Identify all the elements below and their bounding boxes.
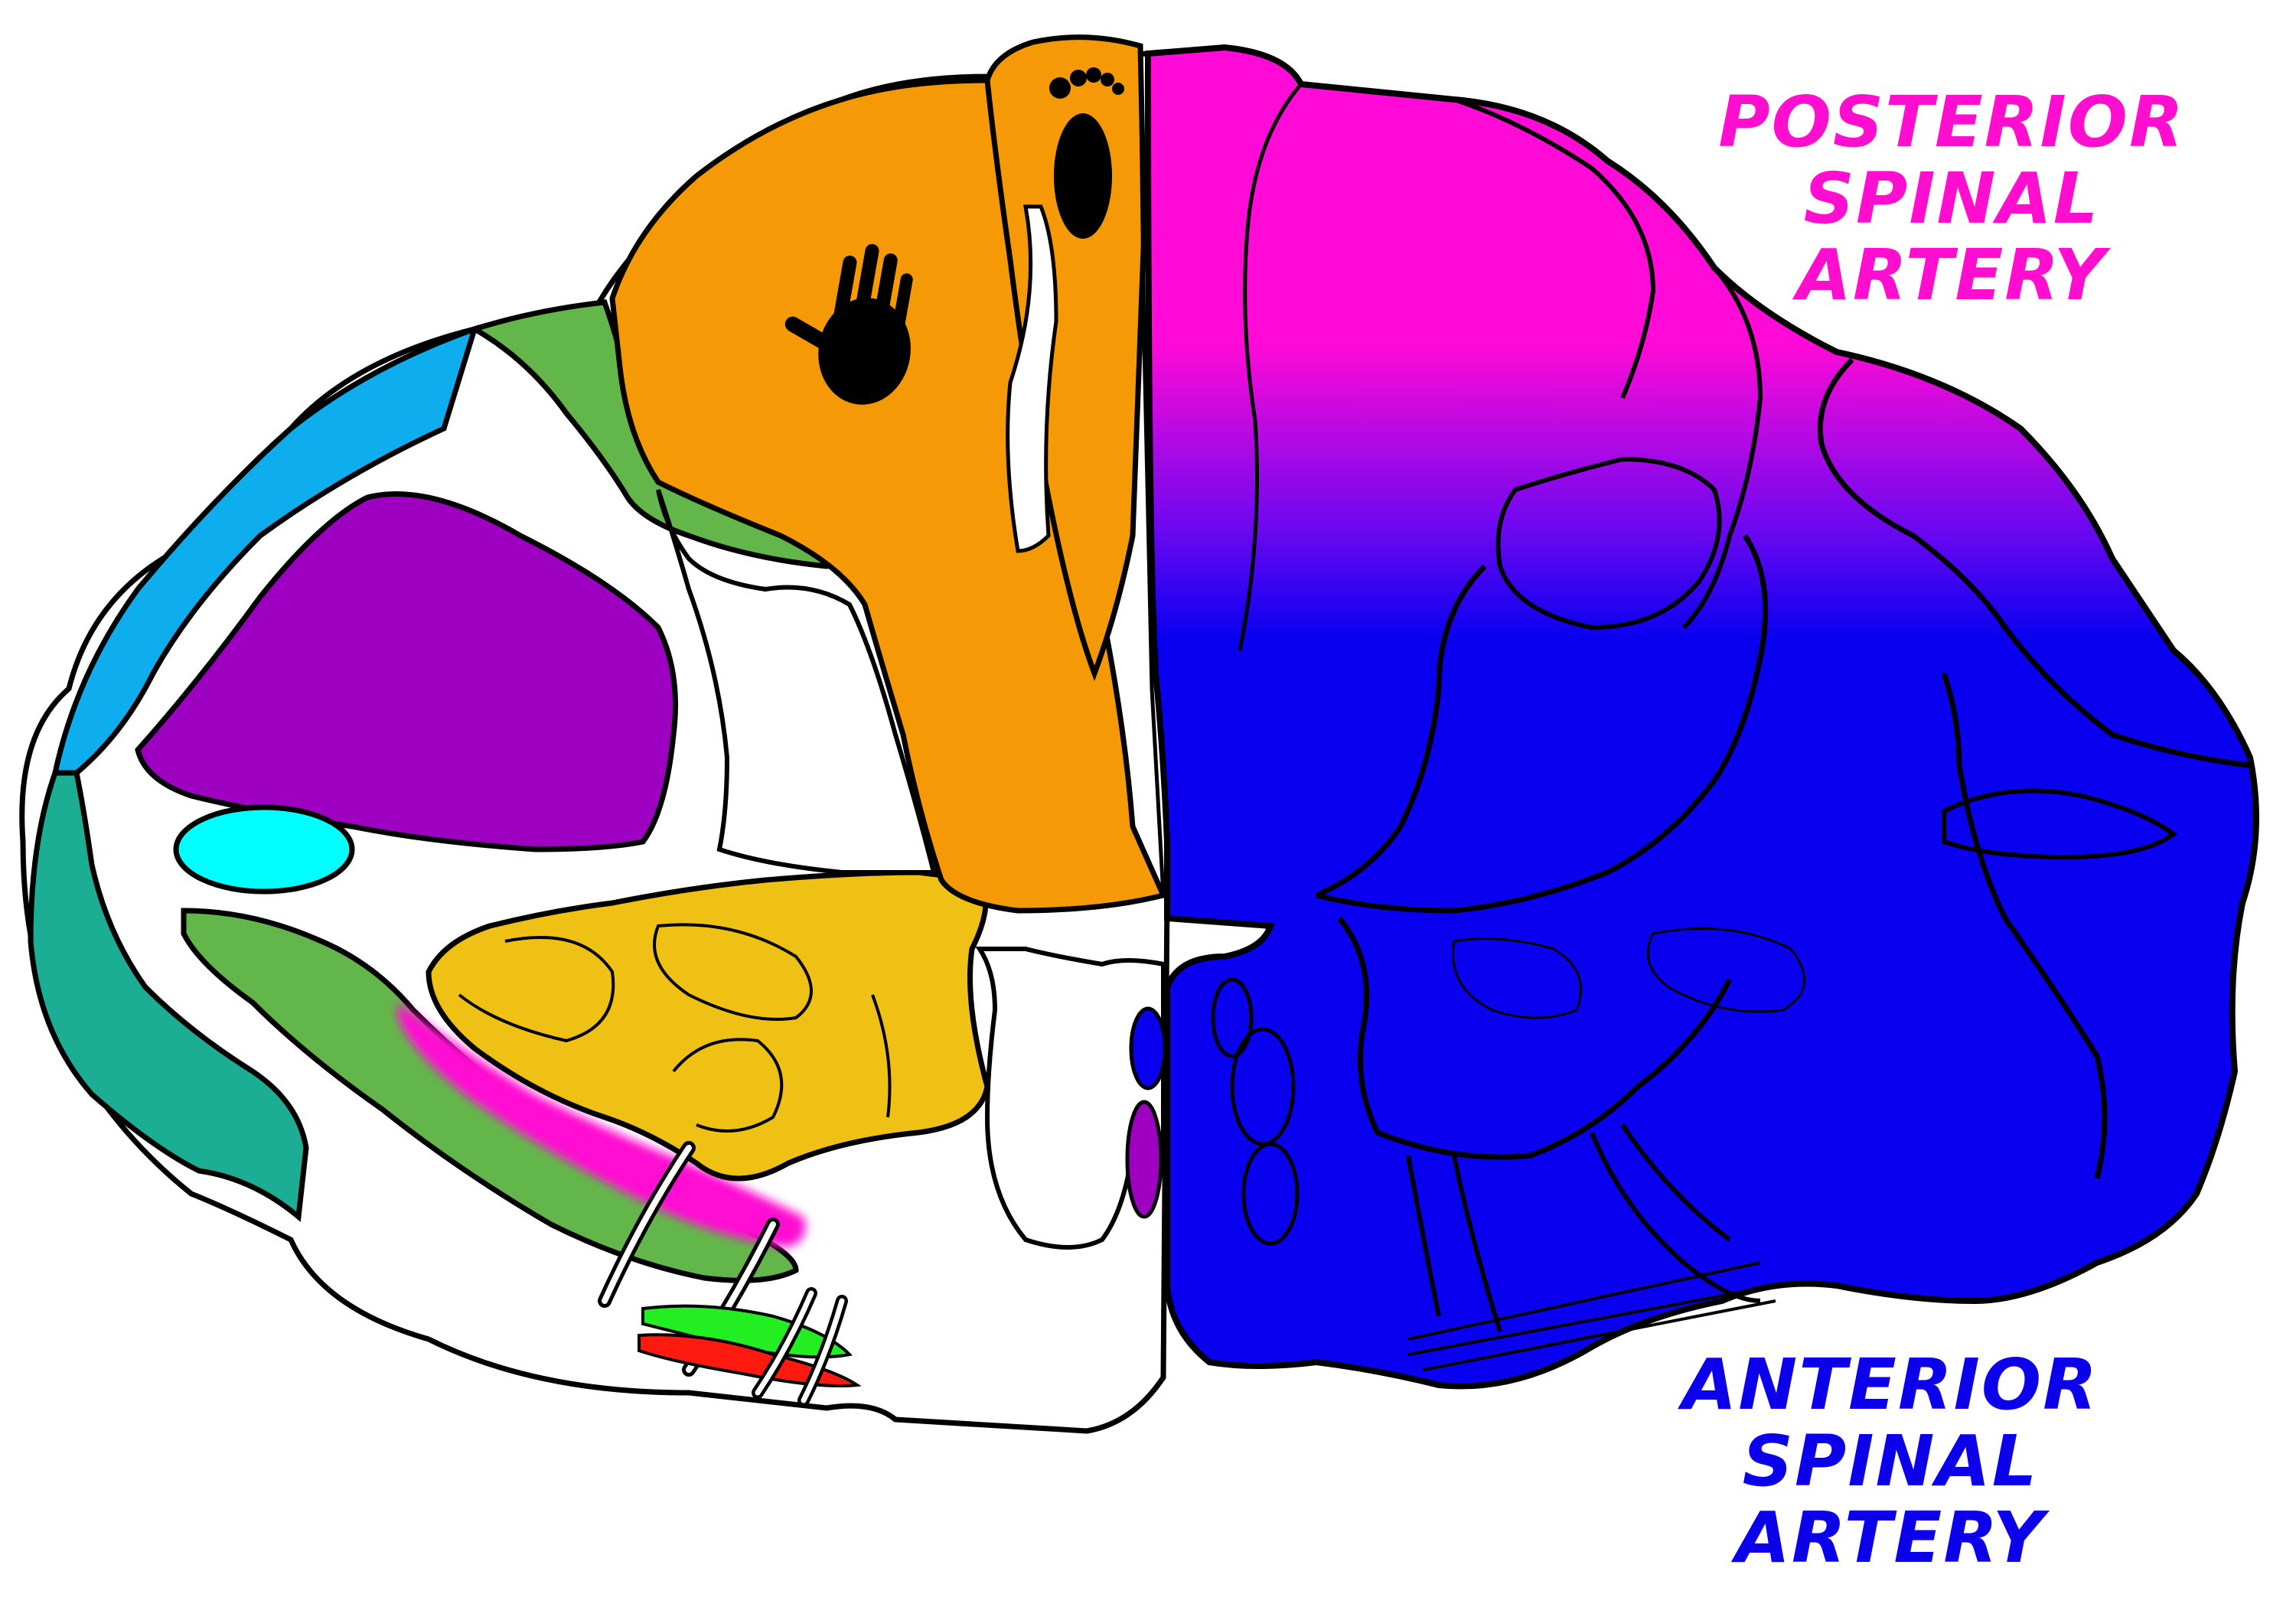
white-peduncle (656, 489, 937, 875)
yellow-region (426, 869, 990, 1182)
right-nerve-root-4 (1620, 1123, 1731, 1242)
yellow-contour-3 (672, 1038, 784, 1133)
yellow-contour-4 (871, 994, 892, 1118)
right-lobe-contour-5 (1495, 456, 1722, 631)
left-nerve-root-1-inner (602, 1145, 692, 1304)
posterior-label-line-2: SPINAL (1803, 158, 2100, 240)
right-lobe-contour-8 (1315, 564, 1487, 898)
right-lobe-contour-12 (1646, 927, 1806, 1013)
right-nerve-root-2 (1452, 1155, 1502, 1332)
right-nerve-root-1 (1406, 1155, 1441, 1317)
right-lobe-contour-10 (1337, 916, 1733, 1160)
right-nerve-bundle (1407, 1261, 1776, 1371)
midline-fissure (1138, 53, 1166, 896)
posterior-label-line-1: POSTERIOR (1718, 81, 2185, 163)
right-lobe-contour-2 (1453, 97, 1656, 399)
right-lobe-contour-3 (1681, 266, 1763, 630)
right-lobe-contour-6 (1942, 788, 2178, 860)
left-nerve-root-3-inner (755, 1290, 814, 1396)
light-blue-region (51, 324, 479, 776)
pyramid-oval-upper (1211, 977, 1254, 1058)
teal-region (28, 770, 309, 1222)
right-lobe-contour-1 (1238, 83, 1303, 651)
left-purple-oval (1125, 1100, 1163, 1219)
olive-oval-2 (1241, 1142, 1300, 1246)
right-half (1144, 44, 2259, 1390)
posterior-label-line-3: ARTERY (1796, 234, 2107, 316)
red-strip (638, 1333, 862, 1387)
right-lobe-contour-7 (1316, 534, 1769, 914)
anterior-spinal-artery-label: ANTERIOR SPINAL ARTERY (1592, 1347, 2189, 1576)
right-nerve-root-3 (1590, 1131, 1761, 1303)
cyan-nucleus (173, 804, 355, 895)
anterior-label-line-1: ANTERIOR (1682, 1344, 2099, 1426)
yellow-contour-1 (458, 936, 615, 1043)
anterior-label-line-2: SPINAL (1742, 1420, 2039, 1502)
yellow-contour-2 (653, 923, 813, 1021)
orange-sulcus (1006, 204, 1058, 553)
midline-lower (975, 947, 1166, 1250)
left-blue-oval (1129, 1006, 1167, 1090)
right-lobe-contour-4 (1817, 357, 2251, 768)
magenta-strip (398, 1002, 806, 1247)
right-lobe-contour-11 (1452, 937, 1583, 1019)
right-lobe-contour-9 (1941, 672, 2108, 1179)
posterior-spinal-artery-label: POSTERIOR SPINAL ARTERY (1638, 84, 2265, 314)
footprint-icon (1049, 67, 1124, 239)
left-nerve-root-4-inner (801, 1298, 845, 1403)
anterior-label-line-3: ARTERY (1735, 1497, 2046, 1579)
handprint-icon (784, 243, 913, 405)
